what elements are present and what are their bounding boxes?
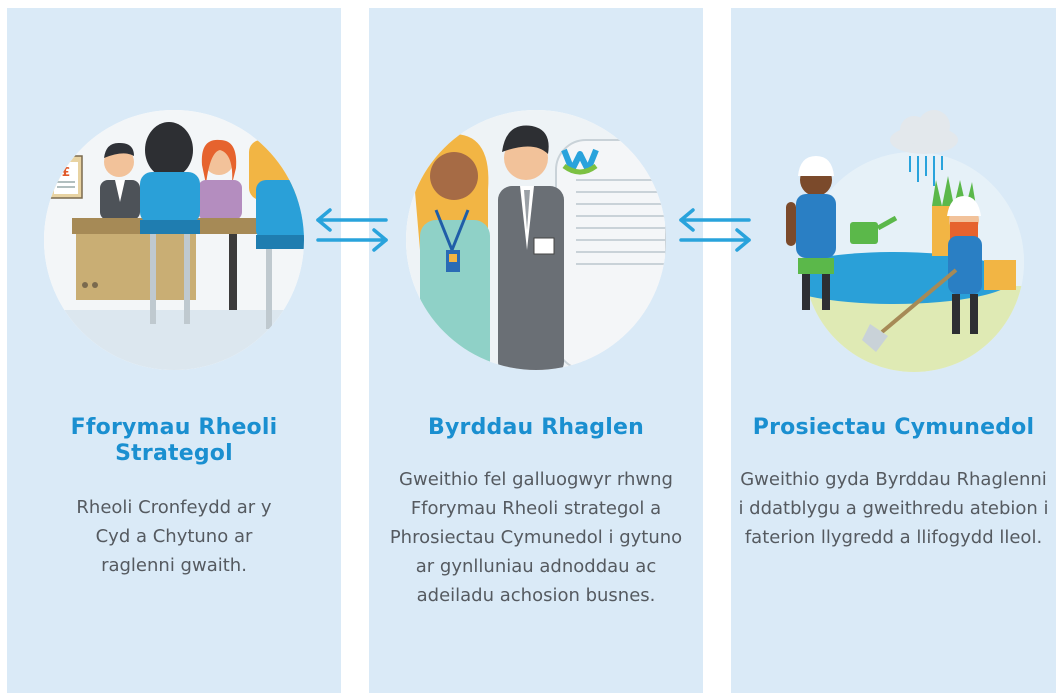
panel-title: Prosiectau Cymunedol (752, 415, 1035, 440)
panel-programme-boards: Byrddau Rhaglen Gweithio fel galluogwyr … (369, 8, 703, 693)
community-work-illustration (764, 110, 1024, 372)
panel-description: Gweithio fel galluogwyr rhwng Fforymau R… (389, 469, 683, 606)
meeting-illustration: £ (44, 110, 304, 370)
bidirectional-arrow-icon (316, 208, 388, 252)
watering-can-icon (849, 215, 897, 244)
panel-strategic-forums: £ (7, 8, 341, 693)
panel-description: Rheoli Cronfeydd ar y Cyd a Chytuno ar r… (76, 497, 272, 576)
clipboard-icon: £ (49, 155, 83, 199)
panel-community-projects: Prosiectau Cymunedol Gweithio gyda Byrdd… (731, 8, 1056, 693)
staff-illustration (406, 110, 666, 370)
panel-description: Gweithio gyda Byrddau Rhaglenni i ddatbl… (738, 469, 1049, 548)
panel-title: Byrddau Rhaglen (428, 415, 644, 440)
bidirectional-arrow-icon (679, 208, 751, 252)
cloud-icon (889, 110, 958, 186)
pound-sign: £ (62, 165, 70, 179)
panel-title: Fforymau Rheoli Strategol (70, 415, 278, 466)
